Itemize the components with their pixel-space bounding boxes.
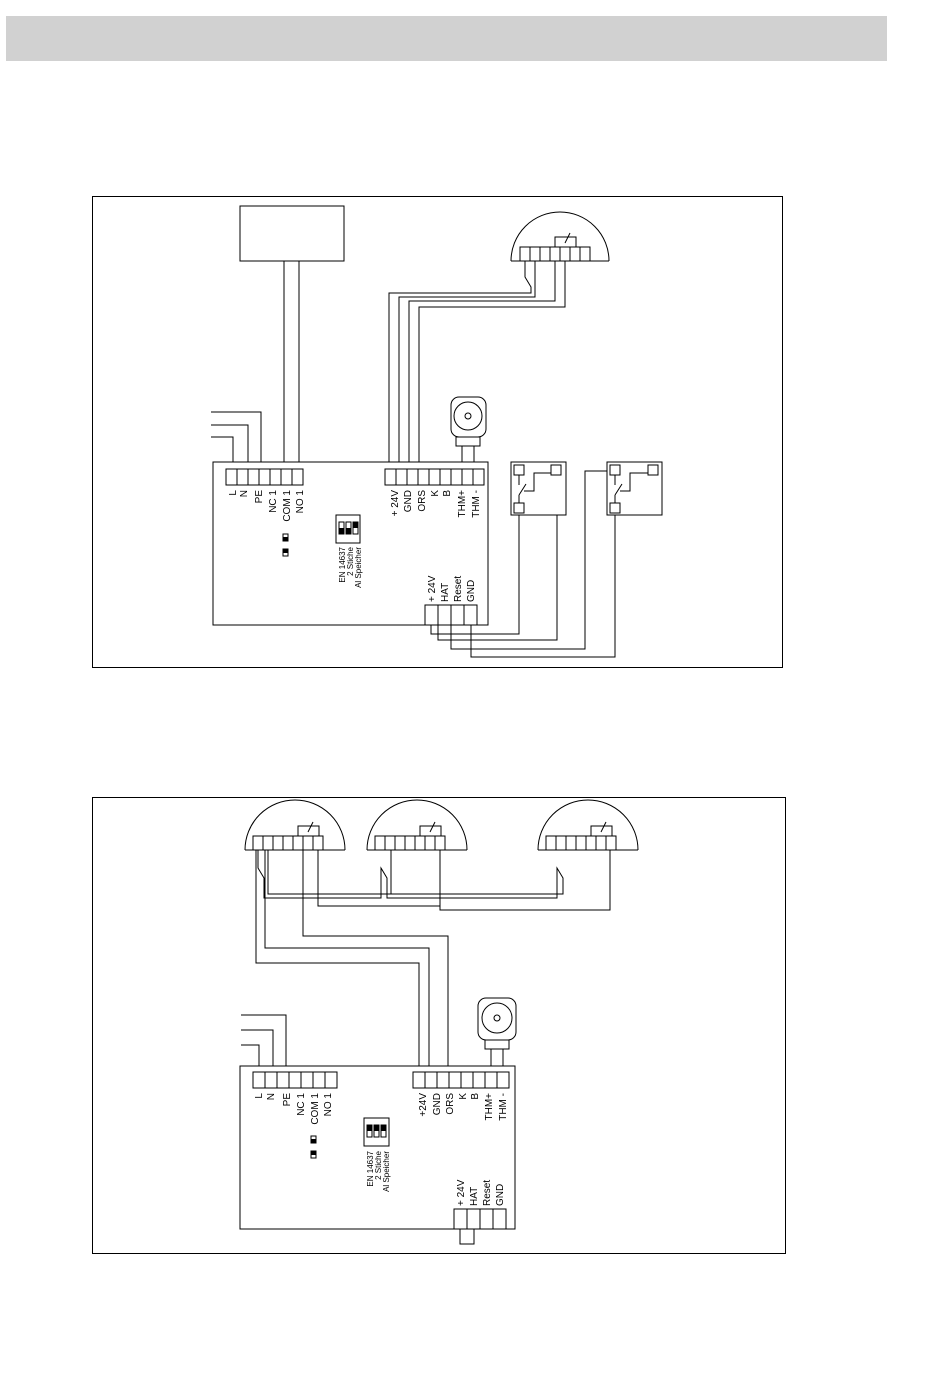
mains-terminal-label: L bbox=[254, 1093, 265, 1099]
aux-terminal-label: HAT bbox=[469, 1187, 480, 1206]
bus-terminal-block bbox=[413, 1072, 509, 1088]
dip-label: Al Speicher bbox=[382, 1151, 391, 1192]
dip-switch-icon bbox=[336, 515, 360, 543]
bus-terminal-label: THM - bbox=[471, 490, 482, 518]
mains-terminal-label: NC 1 bbox=[268, 490, 279, 513]
aux-terminal-label: GND bbox=[466, 580, 477, 602]
mains-terminal-block bbox=[226, 469, 303, 485]
aux-terminal-block bbox=[425, 605, 477, 625]
bus-terminal-label: THM - bbox=[498, 1093, 509, 1121]
bus-terminal-label: B bbox=[442, 490, 453, 497]
dip-label: Al Speicher bbox=[354, 547, 363, 588]
bus-terminal-label: ORS bbox=[417, 490, 428, 512]
bus-terminal-label: THM+ bbox=[484, 1093, 495, 1121]
smoke-detector-icon bbox=[511, 212, 609, 261]
dip-switch-icon bbox=[364, 1118, 389, 1146]
bus-terminal-label: THM+ bbox=[457, 490, 468, 518]
jumper-plug bbox=[460, 1229, 474, 1244]
bus-terminal-label: +24V bbox=[418, 1093, 429, 1117]
bus-terminal-label: K bbox=[430, 490, 441, 497]
mains-terminal-label: PE bbox=[282, 1093, 293, 1107]
wiring-diagram-top-svg: L N PE NC 1 COM 1 NO 1 EN 14637 2 Stiche… bbox=[93, 197, 782, 667]
header-bar bbox=[6, 16, 887, 61]
mains-terminal-block bbox=[253, 1072, 337, 1088]
aux-terminal-label: Reset bbox=[482, 1180, 493, 1206]
mains-terminal-label: L bbox=[228, 490, 239, 496]
bus-terminal-label: ORS bbox=[445, 1093, 456, 1115]
bus-terminal-block bbox=[385, 469, 484, 485]
bus-terminal-label: K bbox=[458, 1093, 469, 1100]
smoke-detector-icon bbox=[538, 800, 638, 850]
aux-terminal-block bbox=[454, 1209, 506, 1229]
aux-terminal-label: Reset bbox=[453, 576, 464, 602]
mains-terminal-label: NO 1 bbox=[323, 1093, 334, 1117]
mains-terminal-label: COM 1 bbox=[282, 490, 293, 522]
mains-terminal-label: COM 1 bbox=[310, 1093, 321, 1125]
bus-terminal-label: + 24V bbox=[390, 490, 401, 517]
smoke-detector-icon bbox=[245, 800, 345, 850]
motor-icon bbox=[478, 998, 516, 1072]
aux-terminal-label: + 24V bbox=[427, 575, 438, 602]
mains-terminal-label: NC 1 bbox=[296, 1093, 307, 1116]
switch-icon bbox=[607, 462, 662, 515]
mains-terminal-label: N bbox=[239, 490, 250, 497]
mains-terminal-label: N bbox=[266, 1093, 277, 1100]
bus-terminal-label: B bbox=[470, 1093, 481, 1100]
bus-terminal-label: GND bbox=[432, 1093, 443, 1115]
aux-terminal-label: HAT bbox=[440, 583, 451, 602]
bus-terminal-label: GND bbox=[403, 490, 414, 512]
switch-icon bbox=[511, 462, 566, 515]
aux-terminal-label: + 24V bbox=[456, 1179, 467, 1206]
external-device-box bbox=[240, 206, 344, 261]
mains-terminal-label: PE bbox=[254, 490, 265, 504]
wiring-diagram-bottom-svg: L N PE NC 1 COM 1 NO 1 EN 14637 2 Stiche… bbox=[93, 798, 785, 1253]
motor-icon bbox=[451, 397, 486, 464]
aux-terminal-label: GND bbox=[495, 1184, 506, 1206]
wiring-diagram-top: L N PE NC 1 COM 1 NO 1 EN 14637 2 Stiche… bbox=[92, 196, 783, 668]
mains-terminal-label: NO 1 bbox=[295, 490, 306, 514]
wiring-diagram-bottom: L N PE NC 1 COM 1 NO 1 EN 14637 2 Stiche… bbox=[92, 797, 786, 1254]
smoke-detector-icon bbox=[367, 800, 467, 850]
